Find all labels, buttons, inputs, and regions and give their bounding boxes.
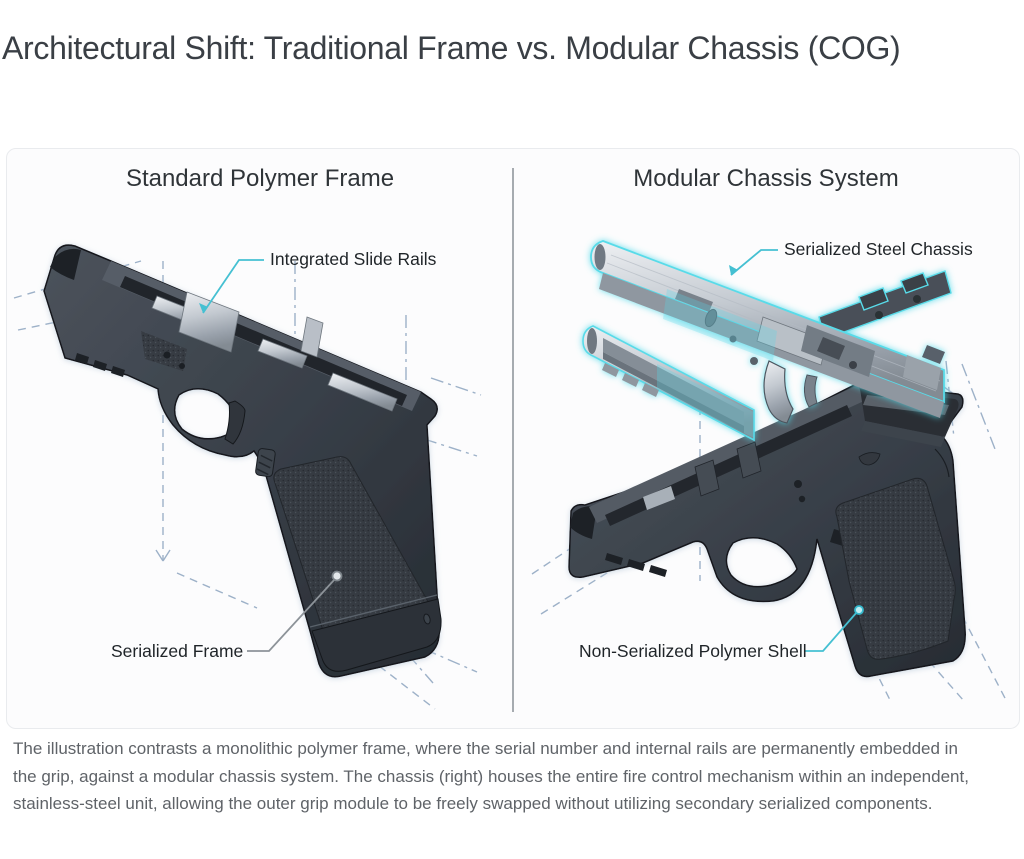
leader-serialized-frame — [247, 570, 343, 652]
right-panel-heading: Modular Chassis System — [633, 165, 899, 192]
steel-chassis-drawing — [582, 240, 952, 442]
label-non-serialized-polymer-shell: Non-Serialized Polymer Shell — [579, 641, 807, 661]
left-panel-heading: Standard Polymer Frame — [125, 165, 395, 192]
comparison-illustration — [13, 168, 1007, 712]
page-title: Architectural Shift: Traditional Frame v… — [2, 30, 901, 66]
leader-integrated-slide-rails — [199, 259, 264, 314]
standard-polymer-frame-drawing — [43, 244, 442, 678]
comparison-figure-panel: Standard Polymer Frame Modular Chassis S… — [6, 148, 1020, 729]
callout-dot-serialized-frame — [331, 570, 343, 582]
label-integrated-slide-rails: Integrated Slide Rails — [270, 249, 437, 269]
leader-serialized-steel-chassis — [729, 249, 778, 276]
figure-caption: The illustration contrasts a monolithic … — [13, 739, 969, 813]
label-serialized-frame: Serialized Frame — [111, 641, 244, 661]
label-serialized-steel-chassis: Serialized Steel Chassis — [784, 239, 973, 259]
polymer-shell-drawing — [568, 382, 966, 678]
callout-dot-polymer-shell — [854, 605, 864, 615]
leader-non-serialized-polymer-shell — [804, 605, 864, 652]
